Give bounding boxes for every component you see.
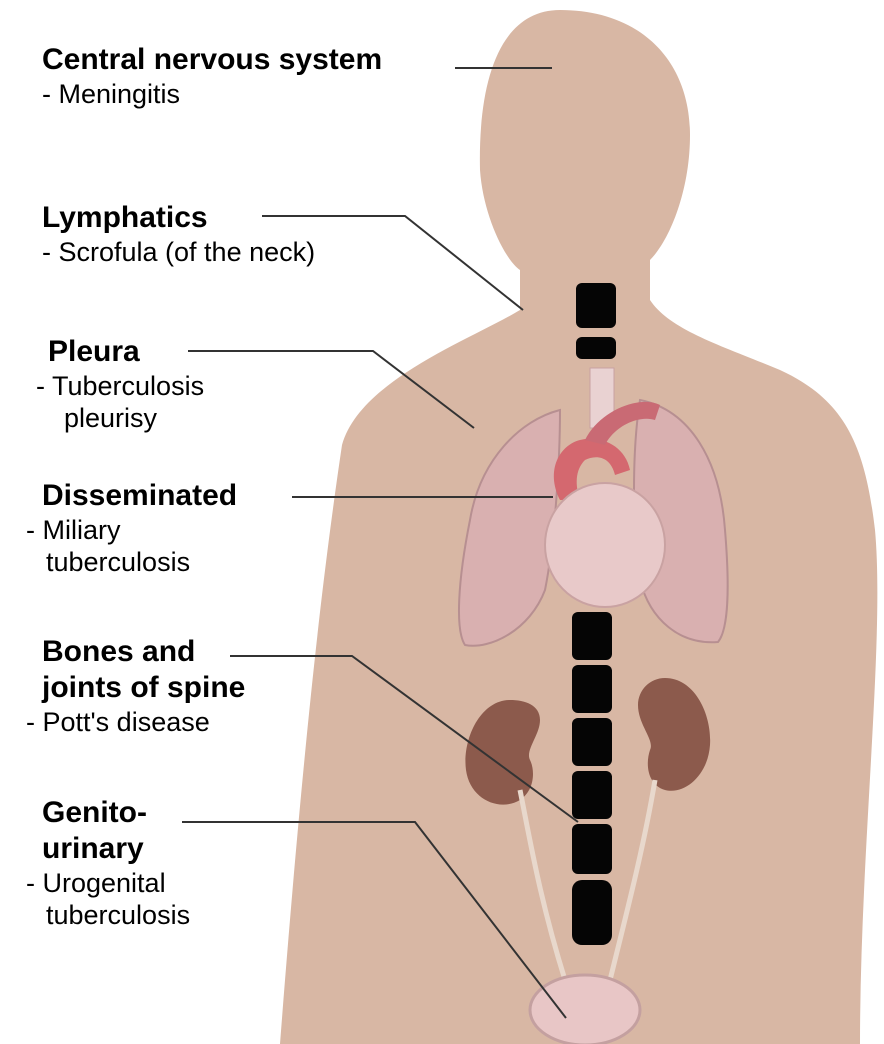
cervical-vertebra xyxy=(576,283,616,328)
label-disease: - Pott's disease xyxy=(26,706,245,738)
label-bones-and-joints: Bones and joints of spine - Pott's disea… xyxy=(42,634,245,738)
label-disseminated: Disseminated - Miliary tuberculosis xyxy=(42,478,237,579)
label-title: Lymphatics xyxy=(42,200,315,236)
label-disease: - Miliary xyxy=(26,514,237,546)
label-title: Genito- xyxy=(42,795,190,831)
label-pleura: Pleura - Tuberculosis pleurisy xyxy=(48,334,204,435)
label-title: Pleura xyxy=(48,334,204,370)
label-title-continued: urinary xyxy=(42,831,190,867)
label-genitourinary: Genito- urinary - Urogenital tuberculosi… xyxy=(42,795,190,932)
bladder xyxy=(530,975,640,1044)
label-disease-continued: pleurisy xyxy=(48,402,204,434)
label-disease: - Scrofula (of the neck) xyxy=(42,236,315,268)
label-central-nervous-system: Central nervous system - Meningitis xyxy=(42,42,382,110)
lumbar-vertebra xyxy=(572,771,612,819)
label-lymphatics: Lymphatics - Scrofula (of the neck) xyxy=(42,200,315,268)
lumbar-vertebra xyxy=(572,612,612,660)
label-disease: - Urogenital xyxy=(26,867,190,899)
label-title-continued: joints of spine xyxy=(42,670,245,706)
label-title: Central nervous system xyxy=(42,42,382,78)
label-disease: - Tuberculosis xyxy=(36,370,204,402)
cervical-vertebra xyxy=(576,337,616,359)
label-title: Disseminated xyxy=(42,478,237,514)
lumbar-vertebra xyxy=(572,880,612,945)
label-disease-continued: tuberculosis xyxy=(46,546,237,578)
label-disease: - Meningitis xyxy=(42,78,382,110)
heart xyxy=(545,483,665,607)
lumbar-vertebra xyxy=(572,824,612,874)
label-disease-continued: tuberculosis xyxy=(46,899,190,931)
lumbar-vertebra xyxy=(572,665,612,713)
label-title: Bones and xyxy=(42,634,245,670)
lumbar-vertebra xyxy=(572,718,612,766)
